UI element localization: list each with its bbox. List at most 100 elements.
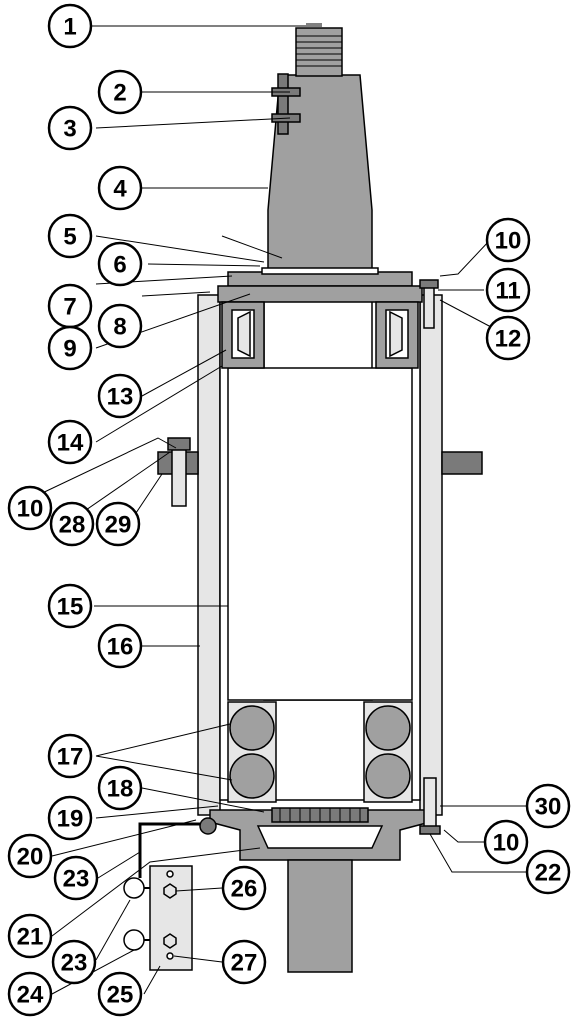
- svg-text:10: 10: [493, 830, 520, 857]
- svg-text:27: 27: [231, 950, 258, 977]
- callouts: 1 2 3 4 5 6 7 8 9 10 11 12 13 14 10 28 2…: [7, 3, 571, 1017]
- leader-27: [173, 955, 223, 963]
- svg-text:18: 18: [107, 776, 134, 803]
- callout-14: 14: [47, 419, 93, 465]
- lock-nut-threads: [279, 808, 361, 822]
- svg-text:20: 20: [17, 844, 44, 871]
- leader-20: [51, 819, 197, 857]
- ball-upper-left: [229, 705, 275, 751]
- callout-26: 26: [221, 865, 267, 911]
- callout-25: 25: [97, 971, 143, 1017]
- flange-8: [217, 285, 423, 303]
- svg-text:29: 29: [105, 512, 132, 539]
- svg-text:9: 9: [63, 336, 76, 363]
- rear-taper-ring: [256, 825, 384, 849]
- callout-2: 2: [97, 69, 143, 115]
- svg-text:10: 10: [495, 228, 522, 255]
- callout-23-lower: 23: [51, 939, 97, 985]
- callout-9: 9: [47, 325, 93, 371]
- bolt-11-head: [419, 279, 439, 289]
- roller-left: [237, 310, 251, 358]
- svg-text:2: 2: [113, 80, 126, 107]
- svg-text:16: 16: [107, 634, 134, 661]
- svg-text:11: 11: [495, 278, 520, 305]
- leader-6: [147, 263, 261, 267]
- svg-text:30: 30: [535, 794, 562, 821]
- callout-8: 8: [97, 303, 143, 349]
- callout-19: 19: [47, 795, 93, 841]
- rear-bolt: [423, 777, 437, 831]
- callout-20: 20: [7, 833, 53, 879]
- svg-text:22: 22: [535, 860, 562, 887]
- callout-24: 24: [7, 971, 53, 1017]
- svg-text:14: 14: [57, 430, 84, 457]
- svg-text:26: 26: [231, 876, 258, 903]
- coolant-ball-upper: [123, 877, 145, 899]
- coolant-ball-lower: [123, 929, 145, 951]
- svg-text:5: 5: [63, 224, 76, 251]
- svg-text:1: 1: [63, 14, 76, 41]
- callout-5: 5: [47, 213, 93, 259]
- leader-17a: [95, 723, 231, 757]
- pull-stud: [295, 27, 343, 77]
- coolant-fitting: [199, 817, 217, 835]
- callout-6: 6: [97, 241, 143, 287]
- callout-12: 12: [485, 315, 531, 361]
- ball-lower-left: [229, 753, 275, 799]
- svg-text:25: 25: [107, 982, 134, 1009]
- leader-8: [141, 291, 211, 297]
- svg-text:24: 24: [17, 982, 44, 1009]
- leader-lines: [35, 25, 530, 995]
- svg-text:23: 23: [61, 950, 88, 977]
- housing-outer-right: [419, 294, 443, 816]
- callout-7: 7: [47, 283, 93, 329]
- svg-text:13: 13: [107, 384, 134, 411]
- callout-10-top: 10: [485, 217, 531, 263]
- callout-28: 28: [49, 501, 95, 547]
- leader-25: [143, 965, 161, 995]
- leader-5a: [95, 235, 265, 263]
- drive-key: [277, 73, 289, 135]
- callout-13: 13: [97, 373, 143, 419]
- callout-1: 1: [47, 3, 93, 49]
- coolant-pipe: [138, 822, 206, 878]
- manifold-port-bottom: [166, 952, 174, 960]
- svg-text:17: 17: [57, 744, 84, 771]
- callout-22: 22: [525, 849, 571, 895]
- leader-13: [141, 349, 227, 397]
- manifold-port-top: [166, 870, 174, 878]
- leader-3: [95, 117, 291, 129]
- callout-15: 15: [47, 583, 93, 629]
- pull-stud-threads: [296, 35, 342, 67]
- manifold-nut-lower: [163, 933, 177, 949]
- svg-text:6: 6: [113, 252, 126, 279]
- bolt-11: [423, 285, 435, 329]
- leader-19: [95, 805, 219, 819]
- housing-outer-left: [197, 294, 221, 816]
- callout-16: 16: [97, 623, 143, 669]
- svg-text:4: 4: [113, 176, 127, 203]
- callout-4: 4: [97, 165, 143, 211]
- leader-23a: [97, 851, 141, 879]
- callout-17: 17: [47, 733, 93, 779]
- callout-21: 21: [7, 913, 53, 959]
- callout-30: 30: [525, 783, 571, 829]
- svg-text:21: 21: [17, 924, 44, 951]
- leader-10a: [439, 239, 491, 277]
- leader-28: [85, 451, 171, 511]
- svg-text:28: 28: [59, 512, 86, 539]
- roller-right: [389, 310, 403, 358]
- ball-upper-right: [365, 705, 411, 751]
- rear-bolt-head: [419, 825, 441, 835]
- callout-3: 3: [47, 105, 93, 151]
- manifold-nut-upper: [163, 883, 177, 899]
- svg-text:12: 12: [495, 326, 522, 353]
- callout-29: 29: [95, 501, 141, 547]
- spindle-drawing: [123, 23, 483, 973]
- callout-11: 11: [485, 267, 531, 313]
- leader-5b: [221, 235, 283, 259]
- svg-text:7: 7: [63, 294, 76, 321]
- callout-10-bottom: 10: [483, 819, 529, 865]
- leader-10b: [35, 437, 177, 497]
